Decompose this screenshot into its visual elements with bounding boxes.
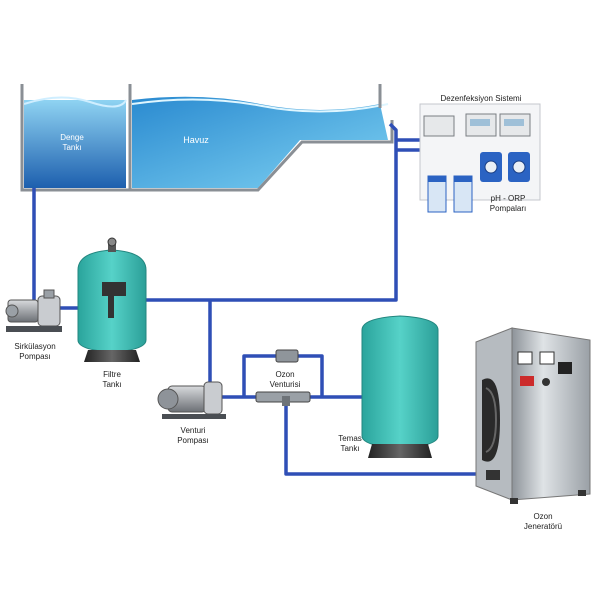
filter-tank [77,237,147,362]
chemical-container-2 [453,175,473,213]
contact-tank-label: Temas Tankı [338,434,362,453]
ozone-generator [475,327,591,504]
balance-tank [23,96,127,188]
filter-tank-label: Filtre Tankı [102,370,122,389]
pool-walls [20,84,394,192]
chemical-container-1 [427,175,447,213]
disinfection-system-label: Dezenfeksiyon Sistemi [440,94,522,103]
ozone-generator-label: Ozon Jeneratörü [523,512,563,531]
ph-orp-pumps-label: pH - ORP Pompaları [489,194,527,213]
circulation-pump-label: Sirkülasyon Pompası [14,342,56,361]
pool [131,96,389,188]
orp-pump [508,152,530,182]
balance-tank-label: Denge Tankı [60,133,84,152]
pool-label: Havuz [183,135,209,145]
contact-tank [361,315,439,458]
ozone-venturi [255,349,311,406]
venturi-pump [157,381,226,419]
ph-pump [480,152,502,182]
circulation-pump [5,289,62,332]
disinfection-system [419,103,541,213]
venturi-pump-label: Venturi Pompası [177,426,209,445]
ozone-venturi-label: Ozon Venturisi [269,370,301,389]
